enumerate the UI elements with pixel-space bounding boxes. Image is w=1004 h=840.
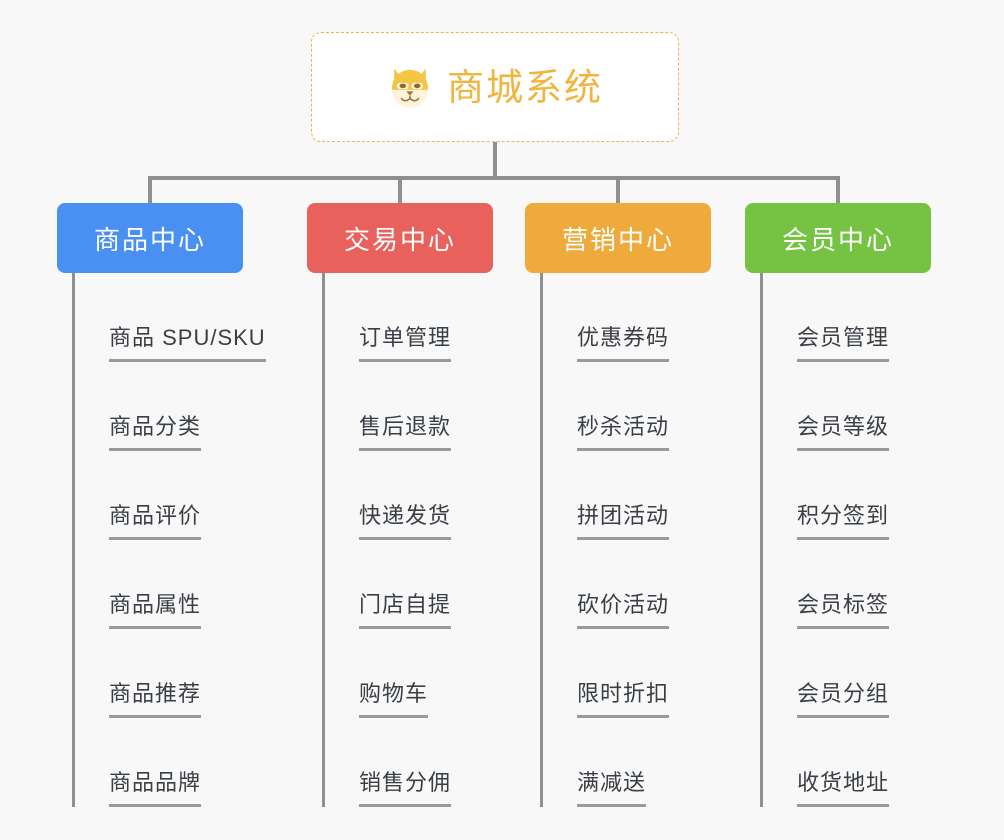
connector-drop-4 (836, 176, 840, 205)
category-column-交易中心: 交易中心 订单管理 售后退款 快递发货 门店自提 购物车 销售分佣 (307, 203, 497, 807)
leaf-label: 购物车 (359, 683, 429, 718)
category-header-3[interactable]: 营销中心 (525, 203, 711, 273)
leaf-label: 商品分类 (109, 416, 202, 451)
leaf-label: 拼团活动 (577, 505, 670, 540)
leaf-item[interactable]: 拼团活动 (544, 451, 715, 540)
connector-drop-3 (616, 176, 620, 205)
leaf-label: 砍价活动 (577, 594, 670, 629)
leaf-item[interactable]: 会员管理 (764, 273, 935, 362)
leaf-item[interactable]: 限时折扣 (544, 629, 715, 718)
leaf-item[interactable]: 商品属性 (76, 540, 247, 629)
leaf-stack-4: 会员管理 会员等级 积分签到 会员标签 会员分组 收货地址 (760, 273, 935, 807)
leaf-label: 门店自提 (359, 594, 452, 629)
leaf-item[interactable]: 积分签到 (764, 451, 935, 540)
leaf-label: 商品评价 (109, 505, 202, 540)
leaf-item[interactable]: 售后退款 (326, 362, 497, 451)
leaf-label: 会员标签 (797, 594, 890, 629)
category-title-2: 交易中心 (343, 224, 456, 255)
leaf-label: 优惠券码 (577, 327, 670, 362)
leaf-item[interactable]: 订单管理 (326, 273, 497, 362)
leaf-label: 快递发货 (359, 505, 452, 540)
leaf-item[interactable]: 会员等级 (764, 362, 935, 451)
connector-drop-1 (148, 176, 152, 205)
leaf-item[interactable]: 优惠券码 (544, 273, 715, 362)
leaf-stack-1: 商品 SPU/SKU 商品分类 商品评价 商品属性 商品推荐 商品品牌 (72, 273, 266, 807)
category-header-1[interactable]: 商品中心 (57, 203, 243, 273)
leaf-item[interactable]: 销售分佣 (326, 718, 497, 807)
leaf-stack-2: 订单管理 售后退款 快递发货 门店自提 购物车 销售分佣 (322, 273, 497, 807)
leaf-item[interactable]: 秒杀活动 (544, 362, 715, 451)
leaf-label: 商品品牌 (109, 772, 202, 807)
root-node[interactable]: 商城系统 (311, 32, 679, 142)
leaf-item[interactable]: 商品推荐 (76, 629, 247, 718)
category-title-3: 营销中心 (561, 224, 674, 255)
category-header-4[interactable]: 会员中心 (745, 203, 931, 273)
category-column-会员中心: 会员中心 会员管理 会员等级 积分签到 会员标签 会员分组 收货地址 (745, 203, 935, 807)
leaf-item[interactable]: 购物车 (326, 629, 497, 718)
category-header-2[interactable]: 交易中心 (307, 203, 493, 273)
leaf-label: 收货地址 (797, 772, 890, 807)
leaf-label: 商品 SPU/SKU (109, 327, 266, 362)
connector-root-stem (493, 142, 497, 178)
leaf-label: 订单管理 (359, 327, 452, 362)
leaf-label: 商品属性 (109, 594, 202, 629)
leaf-item[interactable]: 收货地址 (764, 718, 935, 807)
leaf-label: 销售分佣 (359, 772, 452, 807)
connector-bus (148, 176, 840, 180)
leaf-item[interactable]: 会员分组 (764, 629, 935, 718)
category-title-4: 会员中心 (781, 224, 894, 255)
leaf-label: 售后退款 (359, 416, 452, 451)
leaf-label: 会员等级 (797, 416, 890, 451)
leaf-item[interactable]: 商品评价 (76, 451, 247, 540)
leaf-item[interactable]: 商品品牌 (76, 718, 247, 807)
leaf-item[interactable]: 快递发货 (326, 451, 497, 540)
leaf-label: 会员分组 (797, 683, 890, 718)
leaf-label: 限时折扣 (577, 683, 670, 718)
leaf-label: 商品推荐 (109, 683, 202, 718)
connector-drop-2 (398, 176, 402, 205)
leaf-label: 满减送 (577, 772, 647, 807)
root-title: 商城系统 (447, 66, 603, 108)
leaf-item[interactable]: 满减送 (544, 718, 715, 807)
leaf-item[interactable]: 会员标签 (764, 540, 935, 629)
leaf-label: 积分签到 (797, 505, 890, 540)
leaf-label: 会员管理 (797, 327, 890, 362)
leaf-item[interactable]: 商品 SPU/SKU (76, 273, 266, 362)
leaf-label: 秒杀活动 (577, 416, 670, 451)
dog-face-icon (392, 68, 428, 108)
leaf-stack-3: 优惠券码 秒杀活动 拼团活动 砍价活动 限时折扣 满减送 (540, 273, 715, 807)
category-column-商品中心: 商品中心 商品 SPU/SKU 商品分类 商品评价 商品属性 商品推荐 商品品牌 (57, 203, 266, 807)
leaf-item[interactable]: 门店自提 (326, 540, 497, 629)
leaf-item[interactable]: 商品分类 (76, 362, 247, 451)
category-column-营销中心: 营销中心 优惠券码 秒杀活动 拼团活动 砍价活动 限时折扣 满减送 (525, 203, 715, 807)
category-title-1: 商品中心 (93, 224, 206, 255)
leaf-item[interactable]: 砍价活动 (544, 540, 715, 629)
